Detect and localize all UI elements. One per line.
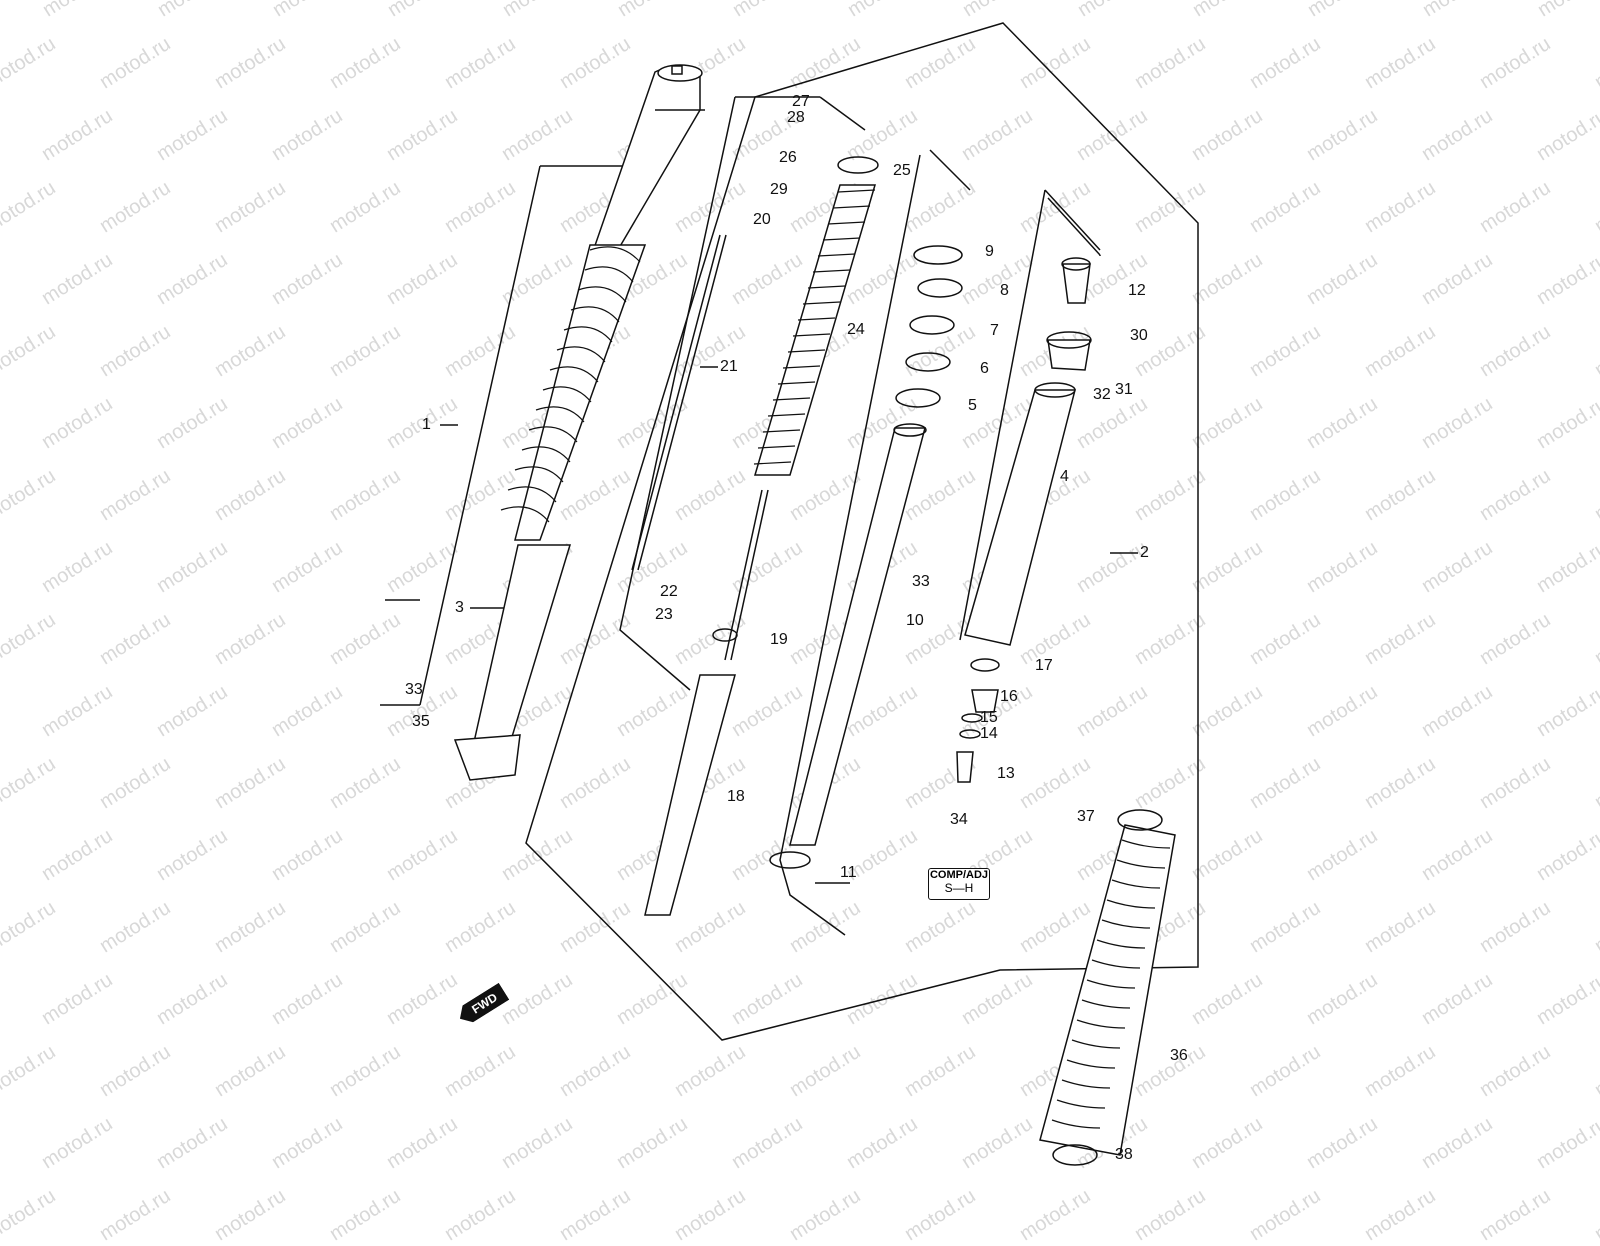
part-callout-29: 29 — [770, 181, 788, 198]
part-callout-16: 16 — [1000, 688, 1018, 705]
part-callout-10: 10 — [906, 612, 924, 629]
part-callout-31: 31 — [1115, 381, 1133, 398]
part-callout-5: 5 — [968, 397, 977, 414]
part-callout-28: 28 — [787, 109, 805, 126]
part-callout-15: 15 — [980, 709, 998, 726]
part-callout-37: 37 — [1077, 808, 1095, 825]
spring-24 — [753, 184, 877, 476]
part-callout-3: 3 — [455, 599, 464, 616]
part-callout-17: 17 — [1035, 657, 1053, 674]
part-callout-34: 34 — [950, 811, 968, 828]
fork-boot-36 — [1039, 824, 1176, 1156]
part-callout-30: 30 — [1130, 327, 1148, 344]
part-callout-25: 25 — [893, 162, 911, 179]
part-callout-24: 24 — [847, 321, 865, 338]
part-callout-26: 26 — [779, 149, 797, 166]
part-callout-38: 38 — [1115, 1146, 1133, 1163]
part-callout-1: 1 — [422, 416, 431, 433]
part-callout-7: 7 — [990, 322, 999, 339]
comp-adj-box: COMP/ADJ S—H — [928, 868, 990, 900]
part-callout-20: 20 — [753, 211, 771, 228]
part-callout-6: 6 — [980, 360, 989, 377]
part-callout-2: 2 — [1140, 544, 1149, 561]
part-callout-33: 33 — [912, 573, 930, 590]
part-callout-33: 33 — [405, 681, 423, 698]
part-callout-36: 36 — [1170, 1047, 1188, 1064]
part-callout-14: 14 — [980, 725, 998, 742]
part-callout-18: 18 — [727, 788, 745, 805]
fork-assembly-left — [453, 64, 705, 781]
comp-adj-label: COMP/ADJ — [929, 869, 989, 881]
part-callout-21: 21 — [720, 358, 738, 375]
part-callout-11: 11 — [840, 864, 857, 881]
part-callout-9: 9 — [985, 243, 994, 260]
part-callout-23: 23 — [655, 606, 673, 623]
comp-adj-scale: S—H — [944, 881, 974, 895]
fork-diagram — [380, 22, 1199, 1166]
part-callout-8: 8 — [1000, 282, 1009, 299]
part-callout-35: 35 — [412, 713, 430, 730]
assembly-outline — [525, 22, 1199, 1041]
part-callout-19: 19 — [770, 631, 788, 648]
part-callout-4: 4 — [1060, 468, 1069, 485]
part-callout-32: 32 — [1093, 386, 1111, 403]
part-callout-27: 27 — [792, 93, 810, 110]
part-callout-22: 22 — [660, 583, 678, 600]
part-callout-12: 12 — [1128, 282, 1146, 299]
part-callout-13: 13 — [997, 765, 1015, 782]
